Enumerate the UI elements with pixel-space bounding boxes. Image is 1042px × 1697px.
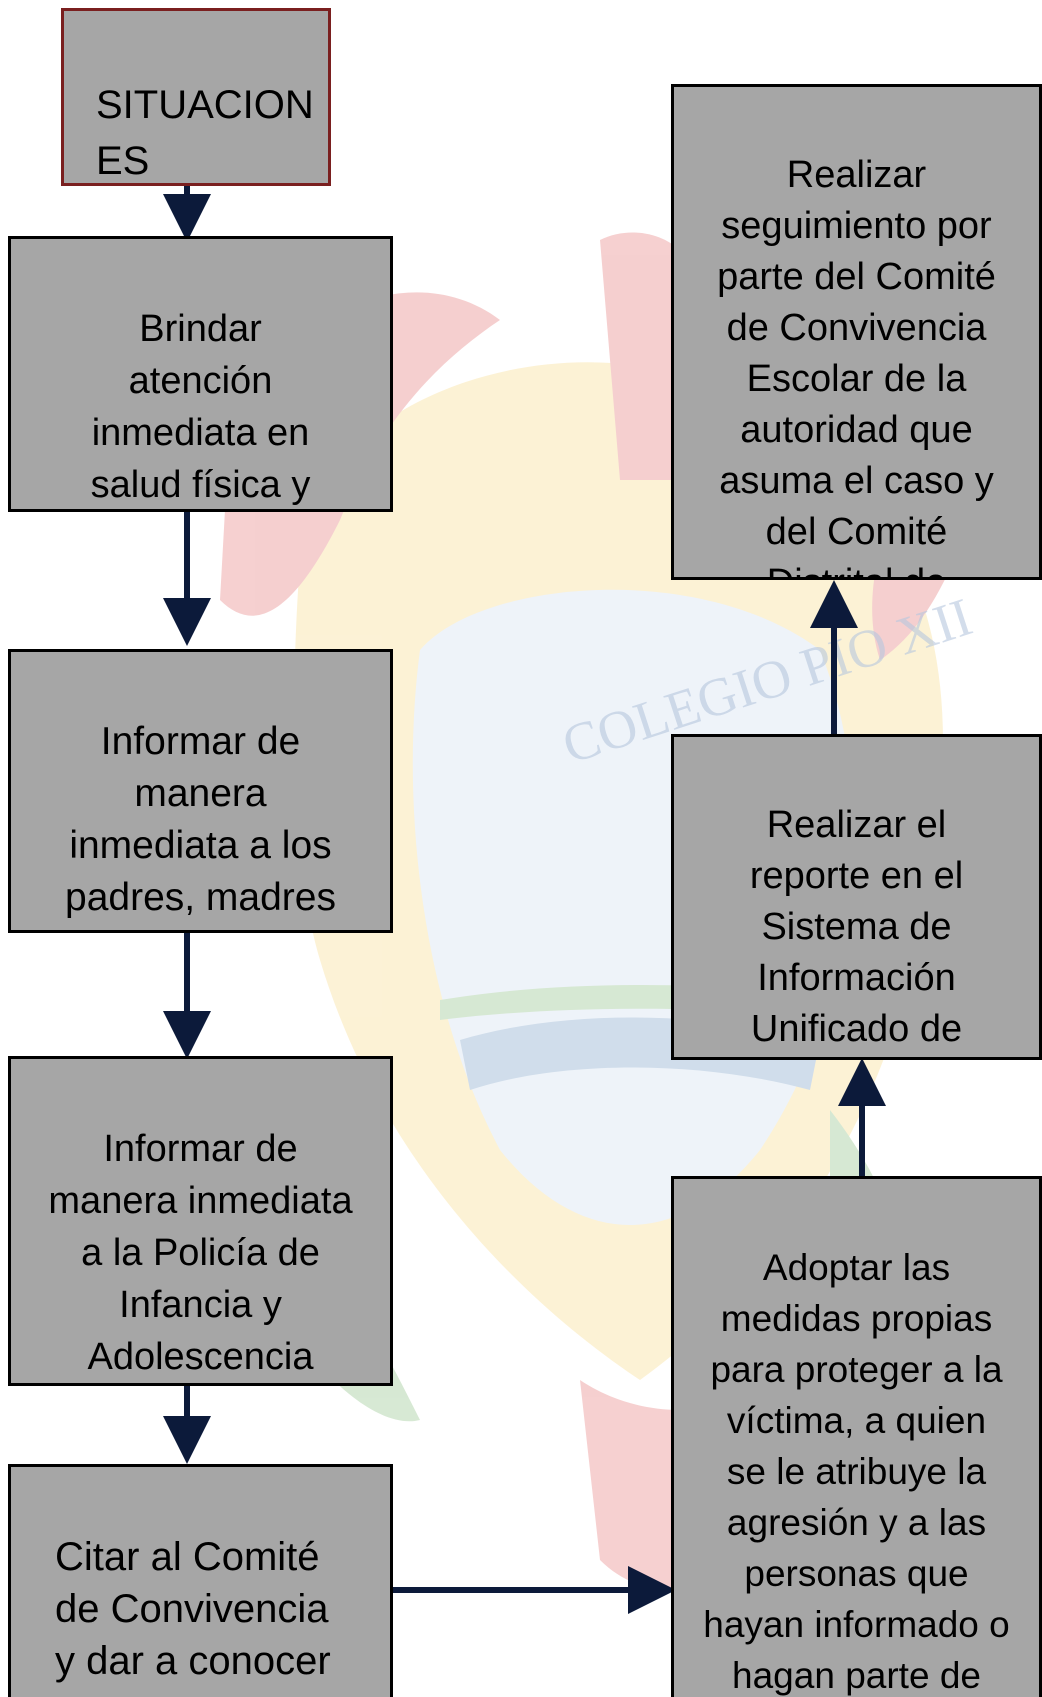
step-followup-box: Realizar seguimiento por parte del Comit…	[671, 84, 1042, 580]
title-text: SITUACION ES TIPO	[96, 83, 314, 183]
step-attention-text: Brindar atención inmediata en salud físi…	[90, 308, 311, 506]
step-cite-committee-box: Citar al Comité de Convivencia y dar a c…	[8, 1464, 393, 1697]
step-report-box: Realizar el reporte en el Sistema de Inf…	[671, 734, 1042, 1060]
step-protect-box: Adoptar las medidas propias para protege…	[671, 1176, 1042, 1697]
step-inform-parents-box: Informar de manera inmediata a los padre…	[8, 649, 393, 933]
step-report-text: Realizar el reporte en el Sistema de Inf…	[749, 804, 964, 1050]
step-protect-text: Adoptar las medidas propias para protege…	[703, 1247, 1010, 1696]
title-box: SITUACION ES TIPO	[61, 8, 331, 186]
step-inform-parents-text: Informar de manera inmediata a los padre…	[65, 720, 336, 930]
step-attention-box: Brindar atención inmediata en salud físi…	[8, 236, 393, 512]
step-inform-police-box: Informar de manera inmediata a la Policí…	[8, 1056, 393, 1386]
step-inform-police-text: Informar de manera inmediata a la Policí…	[48, 1128, 353, 1378]
step-followup-text: Realizar seguimiento por parte del Comit…	[717, 154, 996, 577]
step-cite-committee-text: Citar al Comité de Convivencia y dar a c…	[55, 1535, 331, 1697]
